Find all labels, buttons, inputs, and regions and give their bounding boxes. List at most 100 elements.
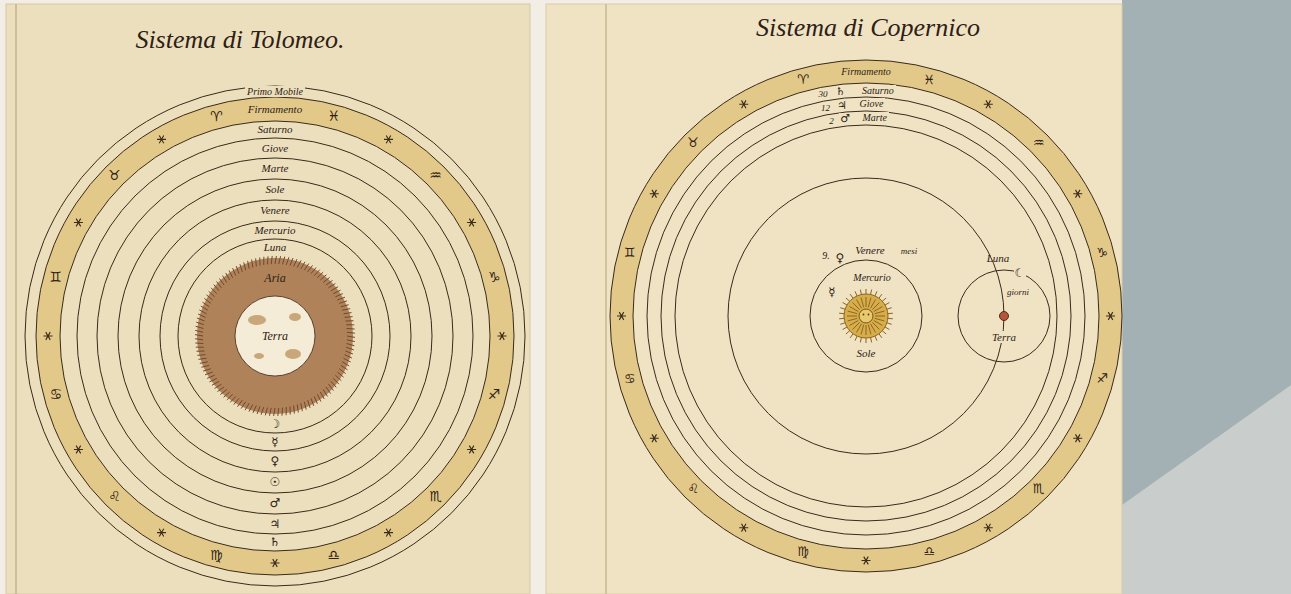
sun-ray <box>866 325 867 335</box>
sphere-label: Saturno <box>256 123 295 136</box>
sphere-label: Firmamento <box>839 66 892 78</box>
fire-ray <box>201 306 208 310</box>
fire-ray <box>314 396 317 403</box>
fire-ray <box>236 266 239 274</box>
fire-ray <box>244 262 246 270</box>
fire-ray <box>265 408 267 416</box>
fire-ray <box>211 288 217 294</box>
fire-ray <box>323 277 329 282</box>
sphere-label: Mercurio <box>851 272 892 284</box>
earth-dot <box>1000 312 1009 321</box>
fire-ray <box>329 384 334 390</box>
fire-ray <box>203 369 211 371</box>
star-symbol <box>1106 312 1115 320</box>
page-fold <box>605 4 607 594</box>
fire-ray <box>196 347 204 348</box>
fire-ray <box>341 365 348 370</box>
fire-ray <box>224 392 230 397</box>
star-symbol <box>739 100 748 108</box>
fire-ray <box>289 406 290 414</box>
fire-ray <box>279 256 281 264</box>
fire-ray <box>198 314 205 317</box>
zodiac-band <box>622 72 1111 561</box>
paper-sheet <box>1122 385 1291 594</box>
fire-ray <box>249 404 253 411</box>
moon-orbit <box>958 270 1050 362</box>
body-label: Terra <box>990 331 1018 344</box>
sun-ray <box>848 318 858 321</box>
fire-ray <box>301 262 305 269</box>
fire-ray <box>317 394 321 401</box>
sphere-label: Giove <box>260 142 290 155</box>
symbol-label: ♈ <box>209 109 224 124</box>
star-symbol <box>467 219 476 227</box>
fire-ray <box>337 372 343 377</box>
sun-ray <box>875 316 885 317</box>
fire-ray <box>214 285 219 291</box>
symbol-label: ♐ <box>1095 372 1109 386</box>
fire-ray <box>248 261 250 269</box>
sphere-circle <box>36 97 514 575</box>
sphere-circle <box>160 221 390 451</box>
fire-ray <box>245 403 249 410</box>
sphere-label: 30 <box>816 89 829 99</box>
star-symbol <box>498 332 507 340</box>
star-symbol <box>157 136 166 144</box>
fire-ray <box>275 256 276 264</box>
sphere-circle <box>97 158 453 514</box>
star-symbol <box>617 312 626 320</box>
page-heading: Sistema di Tolomeo. <box>133 25 346 55</box>
symbol-label: ♌ <box>107 489 122 504</box>
sphere-circle <box>610 60 1122 572</box>
symbol-label: ☽ <box>269 418 282 431</box>
manuscript-page <box>546 4 1122 594</box>
air-sphere-node: AriaTerra <box>195 256 355 416</box>
fire-ray <box>241 402 246 409</box>
fire-ray <box>331 381 336 387</box>
fire-ray <box>342 362 349 366</box>
fire-ray <box>314 270 320 276</box>
fire-ray <box>343 358 350 362</box>
fire-ray <box>345 351 353 354</box>
sphere-circle <box>661 111 1071 521</box>
sphere-circle <box>647 97 1085 535</box>
fire-ray <box>347 328 355 330</box>
sphere-circle <box>633 83 1099 549</box>
symbol-label: ♊ <box>48 270 63 285</box>
fire-ray <box>269 408 271 416</box>
sun-node: Sole <box>844 294 888 338</box>
fire-ray <box>290 258 293 266</box>
symbol-label: ♂ <box>839 113 851 125</box>
star-symbol <box>984 524 993 532</box>
fire-ray <box>286 407 287 415</box>
star-symbol <box>1073 434 1082 442</box>
star-symbol <box>862 557 871 565</box>
fire-ray <box>196 326 204 328</box>
fire-ray <box>257 406 260 414</box>
star-symbol <box>1073 190 1082 198</box>
sphere-label: Saturno <box>860 85 896 97</box>
fire-ray <box>286 257 289 265</box>
land-mass <box>248 315 266 325</box>
earth-node: Terra <box>235 296 315 376</box>
sun-ray <box>848 311 858 314</box>
star-symbol <box>271 559 280 567</box>
symbol-label: ♂ <box>269 497 282 510</box>
sphere-label: 2 <box>827 116 836 126</box>
sphere-label: Luna <box>262 241 289 254</box>
sun-ray <box>847 316 857 317</box>
fire-ray <box>331 287 338 291</box>
fire-ray <box>267 256 269 264</box>
fire-ray <box>200 362 208 364</box>
fire-ray <box>326 387 331 394</box>
fire-ray <box>253 406 256 413</box>
fire-ray <box>199 310 206 314</box>
fire-ray <box>339 301 347 303</box>
sun-ray <box>871 324 876 333</box>
star-symbol <box>384 529 393 537</box>
fire-ray <box>320 392 324 399</box>
fire-ray <box>197 354 205 356</box>
fire-ray <box>230 396 236 402</box>
fire-ray <box>196 322 204 325</box>
fire-ray <box>204 298 210 303</box>
